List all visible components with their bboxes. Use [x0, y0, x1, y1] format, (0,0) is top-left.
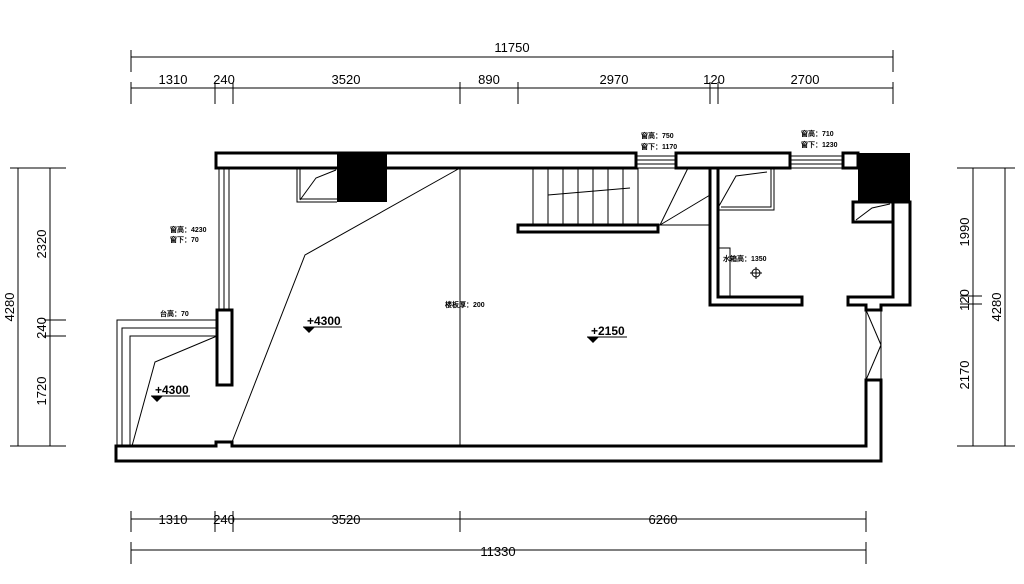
level-marker: +4300	[151, 383, 190, 402]
level-label: +4300	[307, 314, 341, 328]
window-height-note: 窗高：4230	[170, 225, 207, 234]
dim-label: 2700	[791, 72, 820, 87]
window-height-note: 窗高：710	[801, 129, 834, 138]
walls	[114, 151, 912, 463]
dim-label: 11750	[494, 40, 529, 55]
tank-note: 水箱高：1350	[723, 254, 767, 263]
level-label: +2150	[591, 324, 625, 338]
dim-label: 1310	[159, 512, 188, 527]
stair	[532, 167, 711, 226]
dimension-bottom-total: 11330	[130, 542, 867, 564]
level-marker: +4300	[303, 314, 342, 333]
dim-label: 6260	[649, 512, 678, 527]
dim-label: 890	[478, 72, 500, 87]
dim-label: 2320	[34, 230, 49, 259]
dim-label: 1990	[957, 218, 972, 247]
dimension-bottom-segments: 1310 240 3520 6260	[130, 511, 867, 532]
interior-lines	[231, 167, 891, 446]
dim-label: 120	[957, 289, 972, 311]
window-height-note: 窗高：750	[641, 131, 674, 140]
level-marker: +2150	[587, 324, 627, 343]
dim-label: 240	[213, 512, 235, 527]
dim-label: 11330	[480, 544, 515, 559]
ledge-note: 台高：70	[160, 309, 189, 318]
window-sill-note: 窗下：1170	[641, 142, 677, 151]
dim-label: 3520	[332, 72, 361, 87]
dim-label: 4280	[989, 293, 1004, 322]
slab-note: 楼板厚：200	[445, 300, 485, 309]
dim-label: 3520	[332, 512, 361, 527]
dim-label: 240	[34, 317, 49, 339]
dim-label: 120	[703, 72, 725, 87]
windows	[218, 155, 882, 381]
window-sill-note: 窗下：1230	[801, 140, 838, 149]
dim-label: 1720	[34, 377, 49, 406]
dimension-left: 4280 2320 240 1720	[2, 167, 66, 447]
dimension-top-total: 11750	[130, 40, 894, 72]
dimension-top-segments: 1310 240 3520 890 2970 120 2700	[130, 72, 894, 104]
dim-label: 2970	[600, 72, 629, 87]
window-sill-note: 窗下：70	[170, 235, 199, 244]
level-label: +4300	[155, 383, 189, 397]
dim-label: 1310	[159, 72, 188, 87]
dim-label: 240	[213, 72, 235, 87]
dim-label: 2170	[957, 361, 972, 390]
dimension-right: 4280 1990 120 2170	[957, 167, 1015, 447]
balcony	[116, 319, 218, 447]
dim-label: 4280	[2, 293, 17, 322]
